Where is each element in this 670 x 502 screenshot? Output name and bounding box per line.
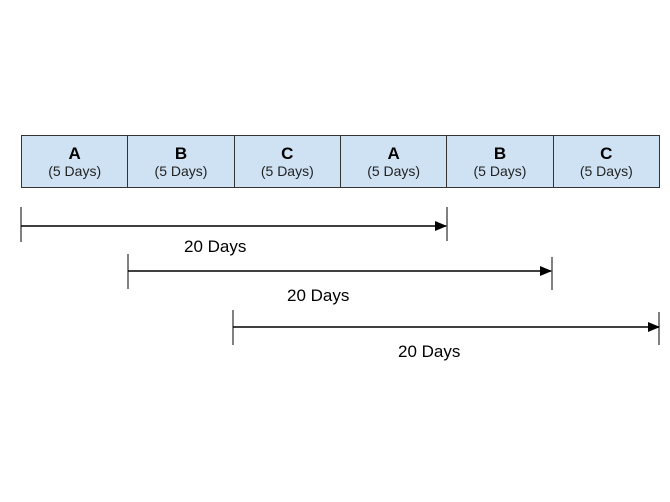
block-duration: (5 Days) <box>473 162 527 179</box>
block-duration: (5 Days) <box>579 162 633 179</box>
block-letter: C <box>600 143 613 163</box>
span-arrow-2 <box>127 254 553 290</box>
block-b-1: B (5 Days) <box>128 136 235 187</box>
block-b-2: B (5 Days) <box>447 136 554 187</box>
block-a-1: A (5 Days) <box>22 136 129 187</box>
block-a-2: A (5 Days) <box>340 136 448 187</box>
block-letter: B <box>174 143 188 163</box>
block-duration: (5 Days) <box>48 162 102 179</box>
block-letter: C <box>281 143 294 163</box>
block-letter: A <box>68 143 81 163</box>
span-label-1: 20 Days <box>184 237 247 256</box>
block-c-2: C (5 Days) <box>553 136 659 187</box>
block-c-1: C (5 Days) <box>234 136 341 187</box>
span-label-2: 20 Days <box>287 286 350 305</box>
span-label-3: 20 Days <box>398 342 461 361</box>
timeline-row: A (5 Days) B (5 Days) C (5 Days) A (5 Da… <box>21 135 660 188</box>
block-letter: A <box>387 143 400 163</box>
block-duration: (5 Days) <box>260 162 314 179</box>
block-letter: B <box>493 143 507 163</box>
block-duration: (5 Days) <box>367 162 421 179</box>
span-arrow-1 <box>20 207 448 242</box>
span-arrow-3 <box>232 310 660 345</box>
block-duration: (5 Days) <box>154 162 208 179</box>
